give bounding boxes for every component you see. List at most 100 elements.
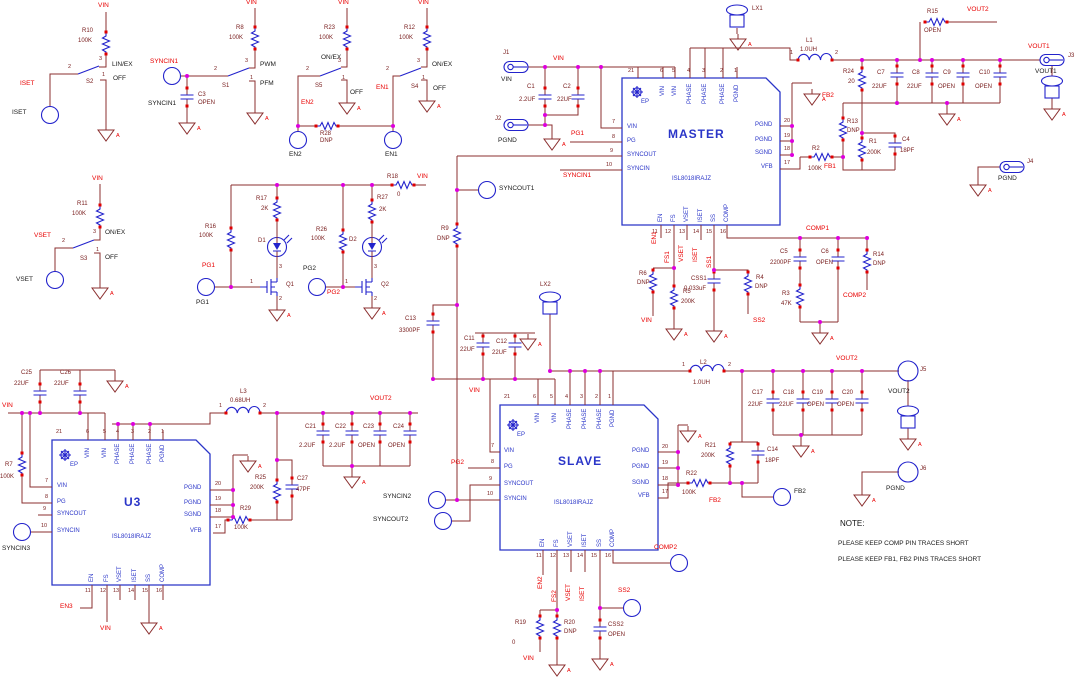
refdes-label: C22 (335, 424, 347, 430)
net-label: VIN (246, 0, 257, 6)
refdes-label: C5 (780, 249, 788, 255)
pin-number: 1 (342, 75, 346, 81)
refdes-label: R23 (324, 25, 336, 31)
pin-number: 13 (113, 588, 120, 594)
text-label: ON/EX (105, 229, 126, 236)
pin-number: 17 (784, 160, 791, 166)
refdes-label: R9 (441, 226, 449, 232)
net-label: VIN (98, 2, 109, 9)
refdes-label: C14 (767, 447, 779, 453)
net-label: SS2 (753, 317, 766, 324)
net-label: VIN (338, 0, 349, 6)
refdes-label: J6 (920, 466, 927, 472)
refdes-label: 100K (311, 236, 326, 242)
ic-pin-name: COMP (160, 564, 166, 582)
ground-label: A (258, 464, 262, 470)
text-label: OFF (350, 89, 363, 96)
net-label: VIN (523, 655, 534, 662)
text-label: EN2 (289, 151, 302, 158)
pin-number: 1 (161, 429, 165, 435)
ground-label: A (357, 106, 361, 112)
pin-number: 1 (790, 50, 794, 56)
ground-label: A (159, 626, 163, 632)
refdes-label: 2K (379, 207, 387, 213)
refdes-label: C10 (979, 70, 991, 76)
ic-title: U3 (124, 495, 142, 509)
pin-number: 21 (504, 394, 511, 400)
note-heading: NOTE: (840, 519, 865, 528)
pin-number: 2 (279, 296, 283, 302)
refdes-label: 2.2UF (519, 97, 536, 103)
ic-pin-name: ISET (132, 568, 138, 582)
pin-number: 2 (62, 238, 66, 244)
ic-pin-name: PHASE (567, 408, 573, 429)
pin-number: 14 (128, 588, 135, 594)
refdes-label: 22UF (907, 84, 922, 90)
refdes-label: C17 (752, 390, 764, 396)
net-label: VIN (418, 0, 429, 6)
ic-pin-name: PGND (632, 464, 650, 470)
refdes-label: L3 (240, 389, 247, 395)
net-label: EN2 (537, 576, 544, 589)
ic-pin-name: EN (89, 573, 95, 582)
pin-number: 8 (612, 134, 616, 140)
refdes-label: 100K (399, 35, 414, 41)
pin-number: 3 (93, 229, 97, 235)
text-label: ON/EX (321, 54, 342, 61)
ic-title: SLAVE (558, 454, 603, 468)
ground-label: A (698, 434, 702, 440)
net-label: ISET (20, 80, 35, 87)
pin-number: 4 (687, 68, 691, 74)
ic-pin-name: EP (517, 432, 526, 438)
refdes-label: J4 (1027, 159, 1034, 165)
pin-number: 11 (652, 229, 658, 235)
pin-number: 2 (374, 296, 378, 302)
refdes-label: C25 (21, 370, 33, 376)
pin-number: 6 (660, 68, 664, 74)
ground-label: A (957, 117, 961, 123)
ground-label: A (724, 334, 728, 340)
refdes-label: C7 (877, 70, 885, 76)
ic-pin-name: FS (671, 214, 677, 222)
ic-pin-name: PGND (610, 409, 616, 427)
ic-pin-name: PG (504, 464, 513, 470)
net-label: EN2 (301, 99, 314, 106)
pin-number: 6 (533, 394, 537, 400)
refdes-label: C3 (198, 92, 206, 98)
ground-label: A (197, 126, 201, 132)
text-label: VOUT1 (1035, 68, 1057, 75)
ic-pin-name: ISET (698, 208, 704, 222)
net-label: VIN (2, 402, 13, 409)
pin-number: 20 (784, 118, 791, 124)
net-label: ISET (579, 586, 586, 601)
net-label: PG2 (451, 459, 465, 466)
refdes-label: J5 (920, 367, 927, 373)
refdes-label: R8 (236, 25, 244, 31)
text-label: SYNCOUT2 (373, 516, 409, 523)
pin-number: 7 (612, 119, 616, 125)
refdes-label: R16 (205, 224, 217, 230)
refdes-label: L2 (700, 360, 707, 366)
ic-pin-name: VIN (504, 448, 515, 454)
text-label: VOUT2 (888, 388, 910, 395)
ic-pin-name: VIN (672, 85, 678, 96)
pin-number: 7 (45, 478, 49, 484)
refdes-label: C11 (464, 336, 475, 342)
net-label: VOUT1 (1028, 43, 1050, 50)
refdes-label: C23 (363, 424, 375, 430)
ic-pin-name: SYNCOUT (627, 152, 657, 158)
ground-label: A (684, 332, 688, 338)
pin-number: 1 (422, 75, 426, 81)
pin-number: 10 (606, 162, 613, 168)
refdes-label: 22UF (54, 381, 69, 387)
refdes-label: 200K (250, 485, 265, 491)
pin-number: 14 (693, 229, 700, 235)
ic-pin-name: ISL8018IRAJZ (672, 176, 712, 182)
refdes-label: R29 (240, 506, 252, 512)
ic-pin-name: VIN (535, 412, 541, 423)
refdes-label: DNP (637, 280, 650, 286)
refdes-label: DNP (873, 261, 886, 267)
refdes-label: C9 (943, 70, 951, 76)
